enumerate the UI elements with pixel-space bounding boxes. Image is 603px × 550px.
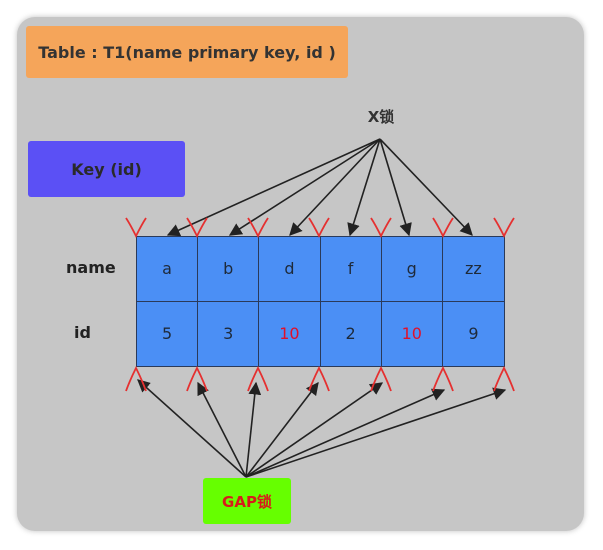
- gap-lock-arrow-4: [245, 381, 319, 478]
- gap-marker-top-7: [493, 217, 515, 239]
- name-cell-2: b: [198, 237, 260, 302]
- x-lock-arrow-1: [166, 138, 381, 237]
- gap-marker-top-1: [125, 217, 147, 239]
- x-lock-arrow-6: [379, 138, 473, 236]
- gap-marker-top-4: [308, 217, 330, 239]
- row-label-id: id: [74, 323, 91, 342]
- gap-marker-bottom-5: [370, 365, 392, 392]
- row-label-name: name: [66, 258, 116, 277]
- gap-markers-bottom: [125, 365, 515, 392]
- gap-marker-bottom-3: [247, 365, 269, 392]
- gap-marker-bottom-4: [308, 365, 330, 392]
- gap-lock-box: GAP锁: [203, 478, 291, 524]
- x-lock-arrow-2: [228, 138, 381, 236]
- x-lock-arrows: [166, 138, 473, 237]
- gap-marker-top-5: [370, 217, 392, 239]
- gap-marker-bottom-2: [186, 365, 208, 392]
- x-lock-label: X锁: [367, 108, 395, 126]
- id-cell-2: 3: [198, 301, 260, 366]
- gap-lock-arrow-2: [197, 381, 247, 478]
- key-label-box: Key (id): [28, 141, 185, 197]
- gap-lock-arrows: [137, 379, 507, 478]
- name-cell-3: d: [259, 237, 321, 302]
- gap-marker-bottom-7: [493, 365, 515, 392]
- gap-marker-top-3: [247, 217, 269, 239]
- id-cell-1: 5: [137, 301, 199, 366]
- id-cell-5: 10: [382, 301, 443, 366]
- x-lock-arrow-5: [379, 138, 412, 237]
- name-cell-5: g: [381, 237, 443, 302]
- id-cell-3: 10: [259, 301, 321, 366]
- gap-marker-top-6: [432, 217, 454, 239]
- gap-marker-bottom-1: [125, 365, 147, 392]
- record-table: a b d f g zz 5 3 10 2 10 9: [136, 236, 505, 367]
- x-lock-arrow-3: [289, 138, 381, 236]
- id-cell-4: 2: [321, 301, 382, 366]
- name-cell-1: a: [137, 237, 199, 302]
- gap-lock-arrow-3: [245, 381, 262, 478]
- id-cell-6: 9: [468, 324, 479, 344]
- gap-marker-top-2: [186, 217, 208, 239]
- gap-lock-arrow-5: [245, 382, 384, 478]
- name-cell-4: f: [320, 237, 382, 302]
- x-lock-arrow-4: [347, 138, 381, 237]
- gap-lock-arrow-6: [245, 388, 446, 478]
- gap-lock-arrow-1: [137, 379, 247, 478]
- table-title: Table : T1(name primary key, id ): [26, 26, 348, 78]
- gap-markers-top: [125, 217, 515, 239]
- name-cell-6: zz: [442, 237, 504, 302]
- gap-lock-arrow-7: [245, 387, 507, 478]
- gap-marker-bottom-6: [432, 365, 454, 392]
